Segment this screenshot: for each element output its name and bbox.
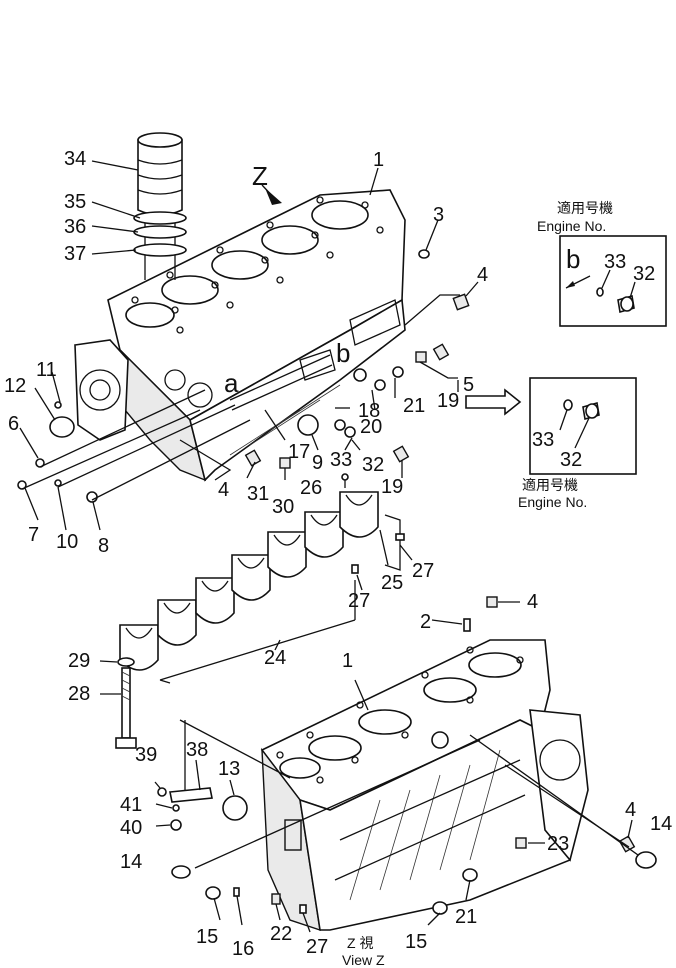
callout-22: 22 [270, 923, 292, 945]
arrow-to-inset [465, 388, 522, 416]
callout-17: 17 [288, 441, 310, 463]
callout-labels: 34 35 36 37 1 3 4 5 11 12 6 7 10 8 9 17 … [4, 148, 672, 960]
upper-leader-lines [19, 160, 515, 531]
callout-4-top: 4 [477, 264, 488, 286]
inset-lower-callout-33: 33 [532, 429, 554, 451]
callout-8: 8 [98, 535, 109, 557]
inset-b: 適用号機 Engine No. b 33 32 [537, 200, 667, 327]
cylinder-liner [133, 132, 187, 280]
callout-27-c: 27 [306, 936, 328, 958]
callout-13: 13 [218, 758, 240, 780]
callout-29: 29 [68, 650, 90, 672]
inset-lower-title-en: Engine No. [518, 494, 587, 510]
lower-small-parts [157, 596, 657, 915]
inset-lower-title-jp: 適用号機 [522, 477, 578, 493]
inset-lower: 33 32 適用号機 Engine No. [518, 377, 637, 510]
view-z-jp: Z 視 [347, 935, 373, 951]
callout-2: 2 [420, 611, 431, 633]
callout-16: 16 [232, 938, 254, 960]
callout-15-b: 15 [405, 931, 427, 953]
callout-24: 24 [264, 647, 286, 669]
callout-20: 20 [360, 416, 382, 438]
callout-28: 28 [68, 683, 90, 705]
upper-small-parts [17, 249, 470, 503]
callout-38: 38 [186, 739, 208, 761]
callout-4-mid: 4 [218, 479, 229, 501]
callout-15-a: 15 [196, 926, 218, 948]
callout-36: 36 [64, 216, 86, 238]
callout-5: 5 [463, 374, 474, 396]
inset-b-letter: b [566, 244, 580, 274]
callout-6: 6 [8, 413, 19, 435]
callout-19-a: 19 [437, 390, 459, 412]
callout-31: 31 [247, 483, 269, 505]
callout-3: 3 [433, 204, 444, 226]
callout-40: 40 [120, 817, 142, 839]
callout-33-mid: 33 [330, 449, 352, 471]
callout-18: 18 [358, 400, 380, 422]
callout-9: 9 [312, 452, 323, 474]
callout-7: 7 [28, 524, 39, 546]
callout-14-left: 14 [120, 851, 142, 873]
callout-35: 35 [64, 191, 86, 213]
callout-27-b: 27 [348, 590, 370, 612]
callout-1-top: 1 [373, 149, 384, 171]
inset-b-callout-32: 32 [633, 263, 655, 285]
callout-21-top: 21 [403, 395, 425, 417]
marker-a: a [224, 368, 239, 398]
view-markers: Z a b [224, 161, 350, 398]
marker-z: Z [252, 161, 268, 191]
marker-b: b [336, 338, 350, 368]
callout-19-b: 19 [381, 476, 403, 498]
callout-4-bottom-right: 4 [527, 591, 538, 613]
inset-b-callout-33: 33 [604, 251, 626, 273]
callout-30: 30 [272, 496, 294, 518]
inset-lower-callout-32: 32 [560, 449, 582, 471]
callout-39: 39 [135, 744, 157, 766]
lower-cylinder-block [260, 639, 589, 932]
callout-37: 37 [64, 243, 86, 265]
callout-12: 12 [4, 375, 26, 397]
inset-b-title-en: Engine No. [537, 218, 606, 234]
lower-leader-lines [154, 601, 639, 933]
callout-26: 26 [300, 477, 322, 499]
callout-23: 23 [547, 833, 569, 855]
callout-25: 25 [381, 572, 403, 594]
view-z-caption: Z 視 View Z [342, 935, 385, 968]
view-z-en: View Z [342, 952, 385, 968]
callout-32-mid: 32 [362, 454, 384, 476]
bearing-cap-bolt [99, 657, 137, 749]
callout-14-right: 14 [650, 813, 672, 835]
callout-1-bottom: 1 [342, 650, 353, 672]
callout-41: 41 [120, 794, 142, 816]
callout-21-bottom: 21 [455, 906, 477, 928]
callout-4-right: 4 [625, 799, 636, 821]
callout-10: 10 [56, 531, 78, 553]
callout-27-a: 27 [412, 560, 434, 582]
upper-cylinder-block [74, 189, 406, 482]
view-z-arrow [261, 184, 282, 205]
callout-34: 34 [64, 148, 86, 170]
inset-b-title-jp: 適用号機 [557, 200, 613, 216]
callout-11: 11 [36, 359, 57, 381]
main-bearing-caps [119, 491, 413, 684]
